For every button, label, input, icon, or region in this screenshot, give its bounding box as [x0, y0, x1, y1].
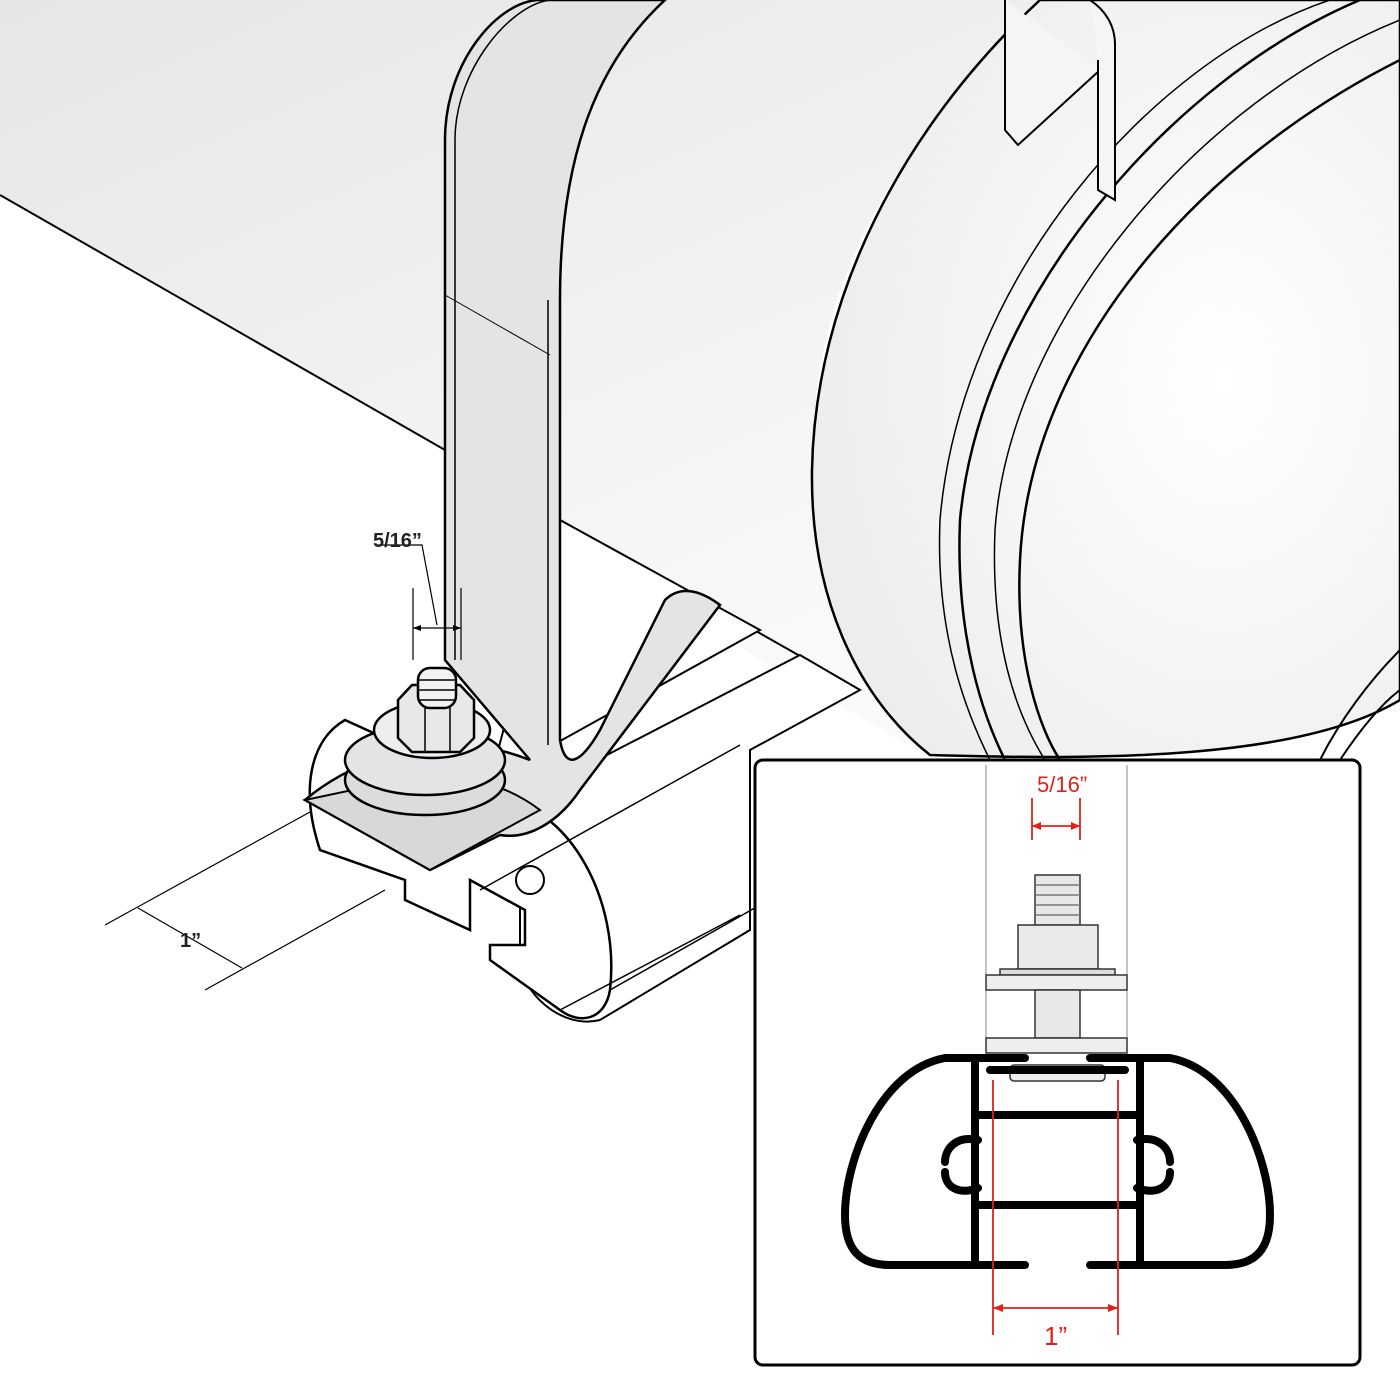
inset-hex-nut: [1017, 924, 1099, 970]
pipe-tab-right: [1089, 0, 1116, 202]
inset-bolt-thread-bottom: [1034, 989, 1081, 1039]
rail-screw-channel: [515, 865, 545, 895]
inset-washer: [999, 968, 1116, 976]
inset-frame: [753, 758, 1362, 1367]
pipe-strap: [302, 0, 722, 872]
pipe-tab-left: [1004, 0, 1101, 147]
pipe-ring-outer: [938, 0, 1331, 761]
pipe-ring-inner: [993, 19, 1400, 761]
pipe-bottom-edge: [0, 194, 446, 451]
inset-left-channel: [941, 1135, 982, 1195]
inset-cross-section: 5/16” 1”: [753, 758, 1362, 1367]
strap-band-line: [444, 294, 551, 356]
strap-inner-edge: [454, 0, 551, 745]
inset-extrusion-profile: [840, 1054, 1275, 1269]
bolt-threads: [416, 666, 458, 710]
bolt-thread-lines: [418, 679, 456, 701]
offset-dimension-lines: [104, 811, 386, 991]
rail-line-1: [479, 744, 761, 1011]
inset-slot-spacing-label: 1”: [1044, 1321, 1067, 1351]
inset-right-channel: [1133, 1135, 1174, 1195]
inset-strap-foot: [985, 974, 1128, 991]
pipe-ring-mid: [958, 0, 1361, 761]
inset-guide-lines: [985, 765, 1128, 1050]
next-clamp-partial: [1319, 649, 1400, 761]
bolt-size-label: 5/16”: [373, 530, 422, 552]
bolt-dimension-lines: [375, 544, 462, 660]
offset-label: 1”: [180, 930, 201, 952]
inset-plate: [985, 1037, 1128, 1054]
inset-slot-dimension: [992, 1080, 1119, 1335]
inset-bolt-size-label: 5/16”: [1037, 772, 1087, 797]
pipe-bore: [1018, 58, 1400, 761]
